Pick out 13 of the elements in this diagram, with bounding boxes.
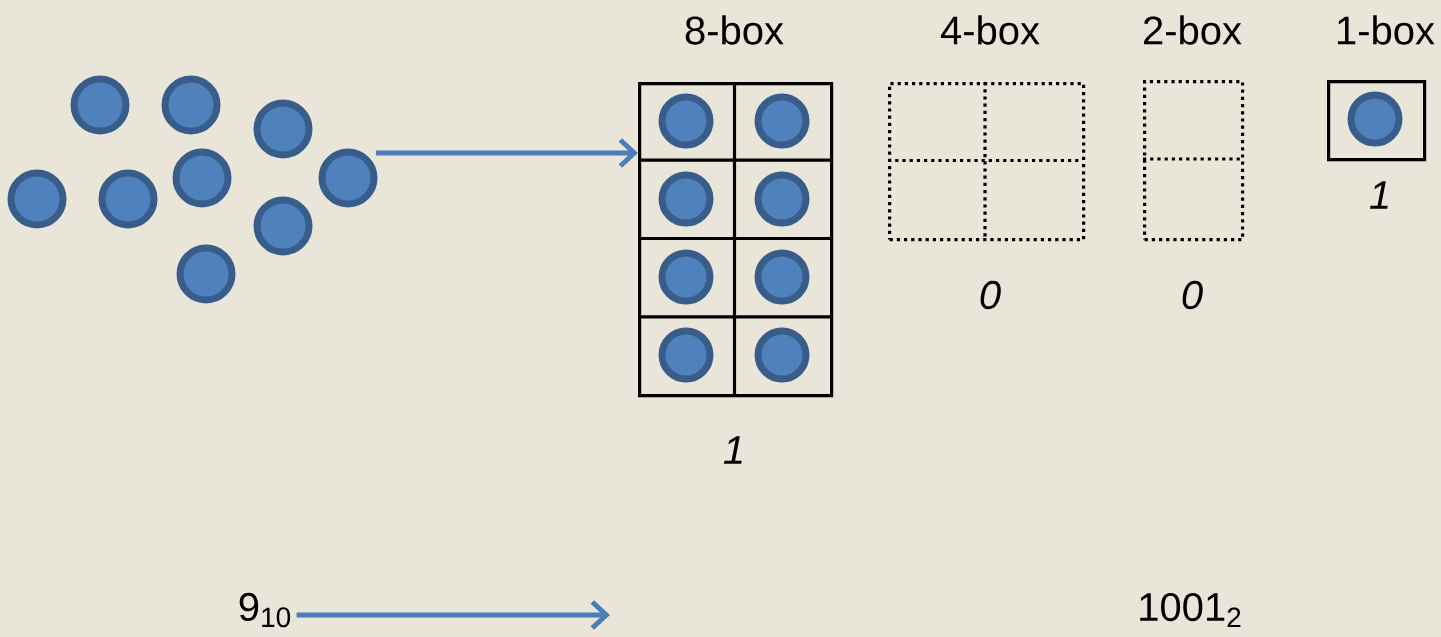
dots-drawing — [7, 75, 378, 304]
box-heading: 1-box — [1338, 15, 1435, 45]
number-label: 1001$_{2}$ — [1140, 592, 1241, 628]
count-value: 1 — [723, 436, 742, 464]
arrow — [296, 600, 610, 630]
box-heading: 4-box — [940, 15, 1040, 45]
count-value: 0 — [1182, 280, 1203, 310]
box-heading: 8-box — [685, 15, 784, 45]
number-label: 9$_{10}$ — [239, 592, 291, 628]
count-value: 0 — [980, 280, 1001, 310]
arrow — [375, 138, 638, 168]
count-value: 1 — [1369, 181, 1388, 209]
box-heading: 2-box — [1144, 15, 1242, 45]
